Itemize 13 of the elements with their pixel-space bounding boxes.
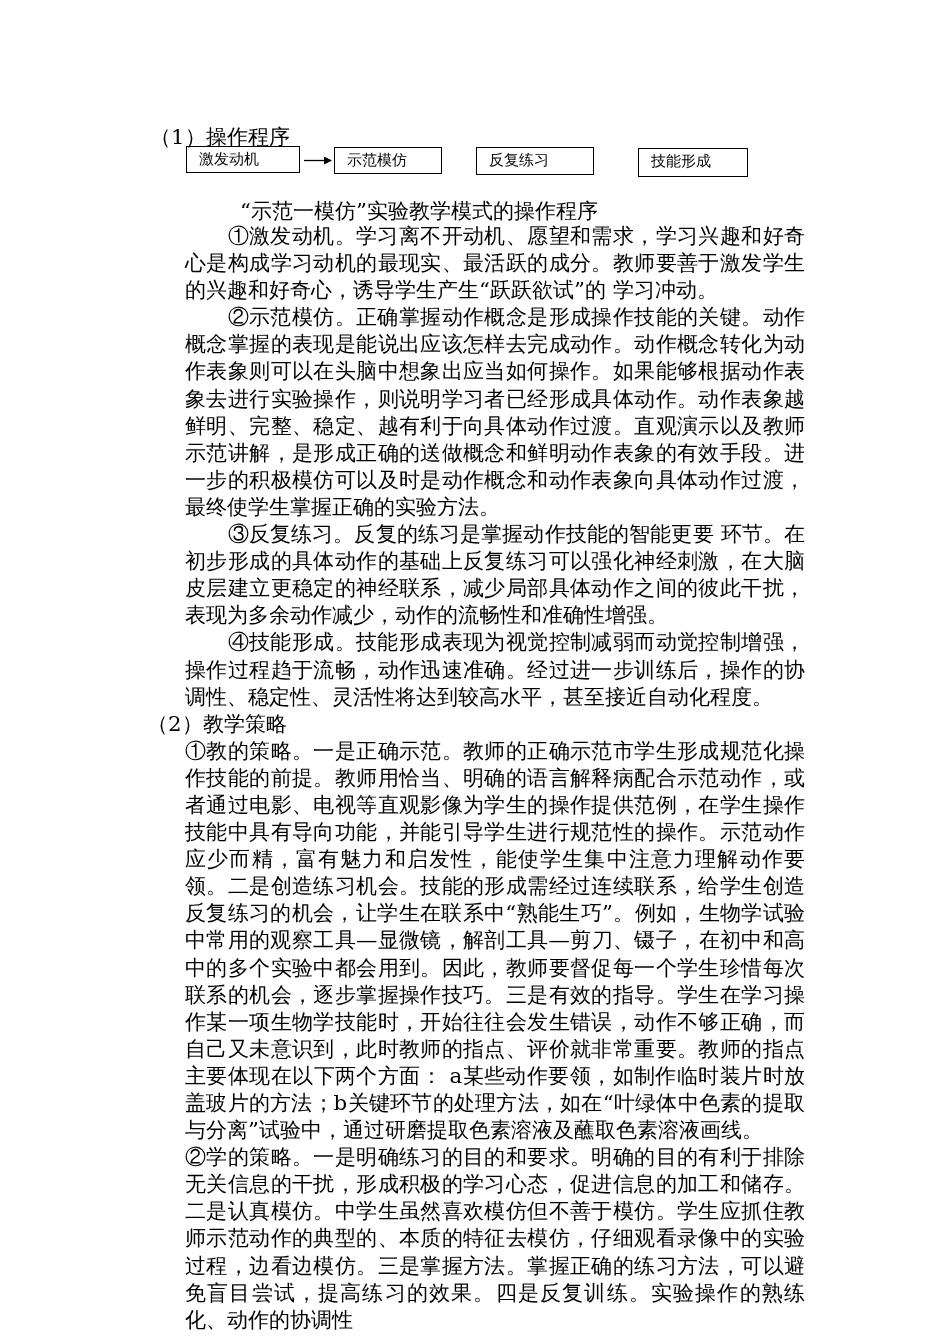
arrow (303, 156, 332, 165)
process-box: 反复练习 (476, 147, 594, 175)
section-heading: （2）教学策略 (147, 709, 288, 737)
process-box: 技能形成 (638, 148, 748, 177)
paragraph: ②示范模仿。正确掌握动作概念是形成操作技能的关键。动作概念掌握的表现是能说出应该怎样去完成动作。动作概念转化为动作表象则可以在头脑中想象出应当如何操作。如果能够根据动作表象去进行实验操作，则说明学习者已经形成具体动作。动作表象越鲜明、完整、稳定、越有利于向具体动作过渡。直观演示以及教师示范讲解，是形成正确的送做概念和鲜明动作表象的有效手段。进一步的积极模仿可以及时是动作概念和动作表象向具体动作过渡，最终使学生掌握正确的实验方法。 (185, 303, 805, 521)
paragraph: ③反复练习。反复的练习是掌握动作技能的智能更要 环节。在初步形成的具体动作的基础上反复练习可以强化神经刺激，在大脑皮层建立更稳定的神经联系，减少局部具体动作之间的彼此干扰，表现为多余动作减少，动作的流畅性和准确性增强。 (185, 520, 805, 629)
figure-caption: “示范一模仿”实验教学模式的操作程序 (240, 197, 598, 225)
process-box: 激发动机 (186, 146, 300, 173)
paragraph: ②学的策略。一是明确练习的目的和要求。明确的目的有利于排除无关信息的干扰，形成积极的学习心态，促进信息的加工和储存。二是认真模仿。中学生虽然喜欢模仿但不善于模仿。学生应抓住教师示范动作的典型的、本质的特征去模仿，仔细观看录像中的实验过程，边看边模仿。三是掌握方法。掌握正确的练习方法，可以避免盲目尝试，提高练习的效果。四是反复训练。实验操作的熟练化、动作的协调性 (185, 1143, 805, 1333)
paragraph: ①激发动机。学习离不开动机、愿望和需求，学习兴趣和好奇心是构成学习动机的最现实、最活跃的成分。教师要善于激发学生的兴趣和好奇心，诱导学生产生“跃跃欲试”的 学习冲动。 (185, 222, 805, 304)
paragraph: ④技能形成。技能形成表现为视觉控制减弱而动觉控制增强，操作过程趋于流畅，动作迅速准确。经过进一步训练后，操作的协调性、稳定性、灵活性将达到较高水平，甚至接近自动化程度。 (185, 628, 805, 710)
paragraph: ①教的策略。一是正确示范。教师的正确示范市学生形成规范化操作技能的前提。教师用恰当、明确的语言解释病配合示范动作，或者通过电影、电视等直观影像为学生的操作提供范例，在学生操作技能中具有导向功能，并能引导学生进行规范性的操作。示范动作应少而精，富有魅力和启发性，能使学生集中注意力理解动作要领。二是创造练习机会。技能的形成需经过连续联系，给学生创造反复练习的机会，让学生在联系中“熟能生巧”。例如，生物学试验中常用的观察工具—显微镜，解剖工具—剪刀、镊子，在初中和高中的多个实验中都会用到。因此，教师要督促每一个学生珍惜每次联系的机会，逐步掌握操作技巧。三是有效的指导。学生在学习操作某一项生物学技能时，开始往往会发生错误，动作不够正确，而自己又未意识到，此时教师的指点、评价就非常重要。教师的指点主要体现在以下两个方面： a某些动作要领，如制作临时装片时放盖玻片的方法；b关键环节的处理方法，如在“叶绿体中色素的提取与分离”试验中，通过研磨提取色素溶液及蘸取色素溶液画线。 (185, 736, 805, 1144)
process-box: 示范模仿 (334, 147, 442, 174)
